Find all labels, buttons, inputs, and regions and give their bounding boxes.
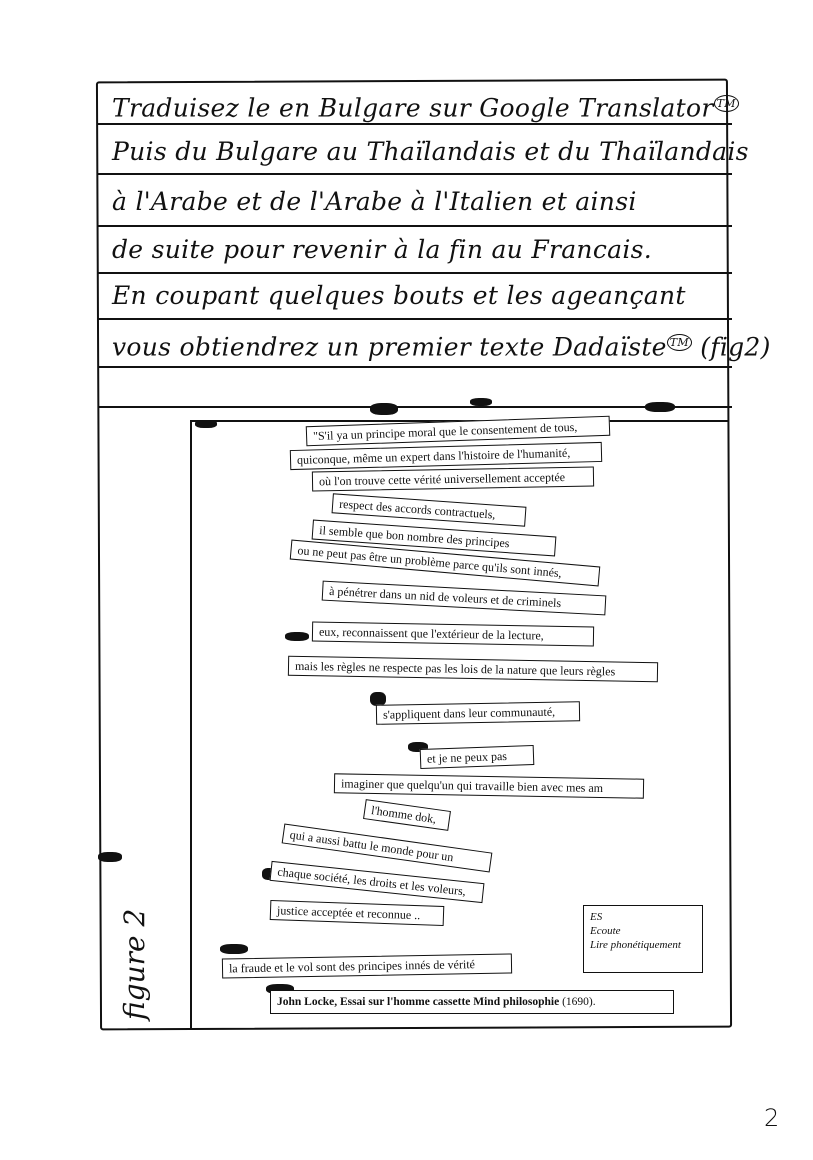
es-note-box: ES Ecoute Lire phonétiquement xyxy=(583,905,703,973)
es-line-3: Lire phonétiquement xyxy=(590,939,681,951)
trademark-icon: TM xyxy=(666,334,692,351)
es-line-1: ES xyxy=(590,911,603,923)
ink-blot xyxy=(645,402,675,412)
ink-blot xyxy=(220,944,248,954)
collage-strip: et je ne peux pas xyxy=(419,745,535,769)
es-line-2: Ecoute xyxy=(590,925,621,937)
ink-blot xyxy=(98,852,122,862)
citation-author-title: John Locke, Essai sur l'homme cassette M… xyxy=(277,996,560,1008)
ink-blot xyxy=(285,632,309,641)
figure-label: figure 2 xyxy=(118,908,151,1020)
ink-blot xyxy=(470,398,492,406)
handwritten-line-1: Traduisez le en Bulgare sur Google Trans… xyxy=(112,82,739,126)
ruled-line xyxy=(98,366,732,368)
handwritten-line-4: de suite pour revenir à la fin au Franca… xyxy=(112,235,652,264)
ink-blot xyxy=(370,692,386,706)
ruled-line xyxy=(98,318,732,320)
ink-blot xyxy=(195,420,217,428)
handwritten-line-2: Puis du Bulgare au Thaïlandais et du Tha… xyxy=(112,137,749,166)
ruled-line xyxy=(98,173,732,175)
handwritten-line-6: vous obtiendrez un premier texte Dadaïst… xyxy=(112,332,771,362)
handwritten-line-5: En coupant quelques bouts et les ageança… xyxy=(112,281,686,310)
ruled-line xyxy=(98,225,732,227)
page-number: 2 xyxy=(764,1104,780,1132)
ink-blot xyxy=(266,984,294,994)
handwritten-line-3: à l'Arabe et de l'Arabe à l'Italien et a… xyxy=(112,187,637,216)
collage-strip: s'appliquent dans leur communauté, xyxy=(375,701,581,725)
ruled-line xyxy=(98,272,732,274)
ink-blot xyxy=(408,742,428,752)
ruled-line xyxy=(98,123,732,125)
fig-reference: (fig2) xyxy=(700,332,771,362)
ink-blot xyxy=(370,403,398,415)
citation-strip: John Locke, Essai sur l'homme cassette M… xyxy=(270,990,674,1014)
trademark-icon: TM xyxy=(713,95,739,112)
ruled-line xyxy=(98,406,732,408)
citation-year: (1690). xyxy=(562,996,596,1008)
